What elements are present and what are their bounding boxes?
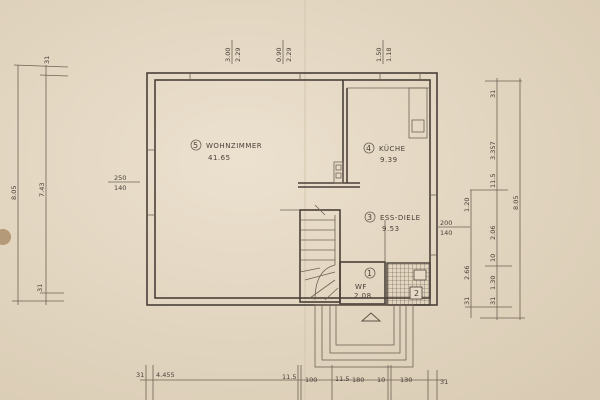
svg-text:250: 250 xyxy=(114,174,126,182)
svg-text:WF: WF xyxy=(355,283,367,291)
svg-text:31: 31 xyxy=(440,378,448,386)
svg-text:31: 31 xyxy=(36,284,44,292)
svg-text:4.455: 4.455 xyxy=(156,371,175,379)
svg-text:31: 31 xyxy=(489,297,497,305)
svg-text:KÜCHE: KÜCHE xyxy=(379,144,406,153)
svg-text:130: 130 xyxy=(400,376,412,384)
svg-text:2.06: 2.06 xyxy=(489,226,497,240)
staircase xyxy=(280,204,341,303)
svg-text:10: 10 xyxy=(489,254,497,262)
svg-text:1: 1 xyxy=(367,269,372,278)
svg-text:31: 31 xyxy=(136,371,144,379)
svg-text:1.18: 1.18 xyxy=(385,48,393,62)
svg-text:5: 5 xyxy=(193,141,198,150)
interior-walls xyxy=(298,80,430,188)
svg-text:8.05: 8.05 xyxy=(512,196,520,210)
svg-text:8.05: 8.05 xyxy=(10,186,18,200)
svg-text:WOHNZIMMER: WOHNZIMMER xyxy=(206,142,262,150)
svg-text:11.5: 11.5 xyxy=(282,373,296,381)
svg-text:31: 31 xyxy=(463,297,471,305)
room-wf: 1 WF 2.08 xyxy=(354,267,376,300)
svg-text:1.30: 1.30 xyxy=(489,276,497,290)
svg-text:200: 200 xyxy=(440,219,452,227)
svg-text:10: 10 xyxy=(377,376,385,384)
svg-text:2.66: 2.66 xyxy=(463,266,471,280)
wc-area xyxy=(339,220,431,306)
svg-text:0.90: 0.90 xyxy=(275,48,283,62)
top-dimensions: 3.00 2.29 0.90 2.29 1.50 1.18 xyxy=(224,40,393,64)
right-dimensions: 8.05 31 3.357 11.5 2.06 10 1.30 31 1.20 … xyxy=(436,78,525,320)
svg-text:100: 100 xyxy=(305,376,317,384)
svg-text:31: 31 xyxy=(489,90,497,98)
svg-text:1.20: 1.20 xyxy=(463,198,471,212)
svg-text:31: 31 xyxy=(43,56,51,64)
svg-text:140: 140 xyxy=(114,184,126,192)
room-kueche: 4 KÜCHE 9.39 xyxy=(363,142,406,164)
svg-text:9.39: 9.39 xyxy=(380,156,398,164)
left-dimensions: 8.05 7.43 31 31 250 140 xyxy=(10,56,140,305)
room-ess-diele: 3 ESS-DIELE 9.53 xyxy=(364,211,421,233)
svg-text:41.65: 41.65 xyxy=(208,154,231,162)
svg-text:140: 140 xyxy=(440,229,452,237)
room-wohnzimmer: 5 WOHNZIMMER 41.65 xyxy=(190,139,262,162)
svg-text:2.29: 2.29 xyxy=(234,48,242,62)
room-2-number: 2 xyxy=(414,289,419,298)
punch-hole xyxy=(0,229,11,245)
svg-text:7.43: 7.43 xyxy=(38,183,46,197)
svg-text:ESS-DIELE: ESS-DIELE xyxy=(380,214,421,222)
svg-text:1.50: 1.50 xyxy=(375,48,383,62)
svg-text:4: 4 xyxy=(366,144,371,153)
bottom-dimensions: 31 4.455 11.5 100 11.5 180 10 130 31 xyxy=(136,365,448,400)
svg-text:11.5: 11.5 xyxy=(489,174,497,188)
svg-text:3: 3 xyxy=(367,213,372,222)
svg-text:2.08: 2.08 xyxy=(354,292,372,300)
entrance-steps xyxy=(314,304,414,368)
svg-text:3.00: 3.00 xyxy=(224,48,232,62)
svg-text:2.29: 2.29 xyxy=(285,48,293,62)
svg-text:180: 180 xyxy=(352,376,364,384)
svg-text:3.357: 3.357 xyxy=(489,141,497,160)
svg-text:9.53: 9.53 xyxy=(382,225,400,233)
exterior-walls xyxy=(146,72,438,306)
svg-text:11.5: 11.5 xyxy=(335,375,349,383)
